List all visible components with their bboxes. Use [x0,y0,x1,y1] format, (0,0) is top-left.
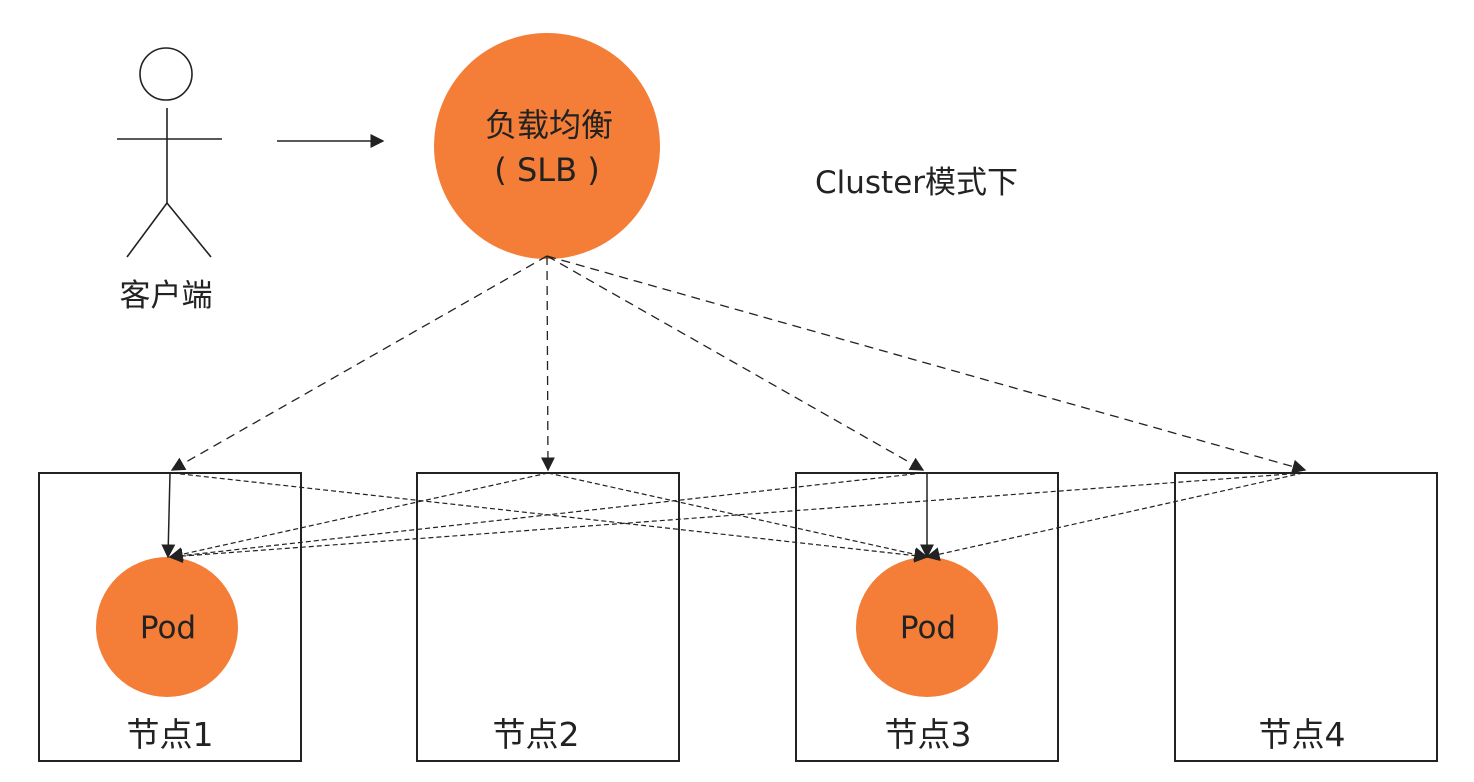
node-to-local-pod-edges [161,472,934,559]
stick-figure-icon [117,47,222,258]
node-label: 节点1 [127,715,214,754]
node-label: 节点3 [885,715,972,754]
node-3: Pod 节点3 [795,472,1059,762]
load-balancer-label: 负载均衡 [485,106,613,144]
node-4: 节点4 [1174,472,1438,762]
edge-node3-pod1 [168,472,924,563]
client-label: 客户端 [120,278,213,314]
edge-slb-node1 [170,255,548,471]
pod-circle [96,557,238,697]
node-2: 节点2 [416,472,680,762]
load-balancer-circle [434,33,660,259]
pod-circle [856,557,998,697]
load-balancer-sublabel: ( SLB ) [494,151,599,189]
edge-node1-pod3 [171,472,929,563]
node-1: Pod 节点1 [38,472,302,762]
edge-node4-pod3 [925,472,1304,562]
pod-label: Pod [900,610,956,646]
slb-to-node-edges [170,255,1307,474]
edge-slb-node4 [546,255,1307,474]
edge-node4-pod1 [168,472,1304,564]
diagram-title: Cluster模式下 [815,165,1018,201]
actor-left-leg [126,202,168,258]
actor-head [139,47,193,101]
pod-label: Pod [140,610,196,646]
node-label: 节点2 [493,715,580,754]
node-label: 节点4 [1259,715,1346,754]
edge-node2-pod1 [168,472,549,562]
nodes: Pod 节点1 节点2 Pod 节点3 节点4 [38,472,1438,762]
edge-slb-node3 [546,255,925,471]
client-actor: 客户端 [117,47,222,314]
cross-node-forward-edges [168,472,1304,564]
load-balancer: 负载均衡 ( SLB ) [434,33,660,259]
edge-node2-pod3 [547,472,929,562]
actor-right-leg [166,202,212,258]
edge-slb-node2 [540,255,555,472]
edge-node1-pod1 [161,472,176,559]
